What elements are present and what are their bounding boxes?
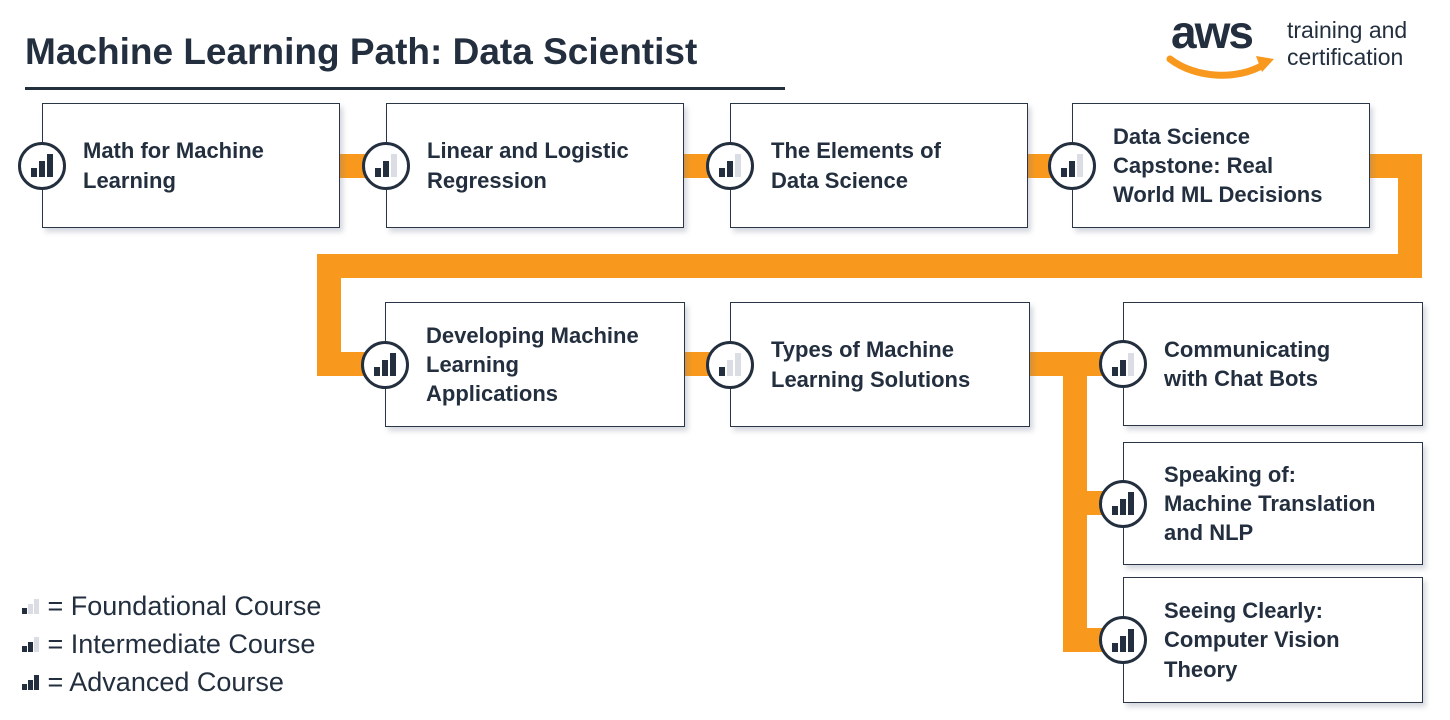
- title-underline: [25, 87, 785, 90]
- course-level-badge: [362, 141, 410, 190]
- intermediate-course-icon: [22, 636, 39, 652]
- bar-chart-icon: [719, 353, 741, 376]
- course-title: The Elements of Data Science: [771, 138, 941, 193]
- course-card-linear-and-logistic-regression[interactable]: Linear and Logistic Regression: [362, 103, 684, 228]
- bar-chart-icon: [1112, 492, 1134, 515]
- course-level-badge: [706, 141, 754, 190]
- aws-logo: aws: [1171, 6, 1254, 58]
- course-title: Data Science Capstone: Real World ML Dec…: [1113, 123, 1323, 208]
- bar-chart-icon: [374, 353, 396, 376]
- course-card-communicating-with-chat-bots[interactable]: Communicating with Chat Bots: [1099, 302, 1423, 426]
- course-title: Communicating with Chat Bots: [1164, 336, 1331, 391]
- bar-chart-icon: [1112, 628, 1134, 652]
- bar-chart-icon: [1112, 352, 1134, 376]
- course-title: Linear and Logistic Regression: [427, 138, 629, 193]
- advanced-course-icon: [22, 674, 39, 690]
- course-card-developing-ml-applications[interactable]: Developing Machine Learning Applications: [361, 302, 685, 427]
- course-card-computer-vision-theory[interactable]: Seeing Clearly: Computer Vision Theory: [1099, 577, 1423, 703]
- course-card-types-of-ml-solutions[interactable]: Types of Machine Learning Solutions: [706, 302, 1030, 427]
- bar-chart-icon: [1061, 154, 1083, 177]
- course-level-badge: [1048, 141, 1096, 190]
- course-level-badge: [1099, 616, 1147, 664]
- legend-label: = Intermediate Course: [47, 628, 316, 659]
- legend-item-intermediate: = Intermediate Course: [22, 629, 315, 659]
- course-card-math-for-machine-learning[interactable]: Math for Machine Learning: [18, 103, 340, 228]
- connector-return-runner: [317, 254, 1422, 278]
- course-card-data-science-capstone[interactable]: Data Science Capstone: Real World ML Dec…: [1048, 103, 1370, 228]
- foundational-course-icon: [22, 598, 39, 614]
- legend-item-foundational: = Foundational Course: [22, 591, 321, 621]
- legend-label: = Foundational Course: [47, 590, 322, 621]
- course-level-badge: [1099, 340, 1147, 388]
- course-title: Types of Machine Learning Solutions: [771, 337, 971, 392]
- course-title: Developing Machine Learning Applications: [426, 322, 639, 407]
- bar-chart-icon: [375, 154, 397, 177]
- course-level-badge: [706, 340, 754, 389]
- course-level-badge: [361, 340, 409, 389]
- course-title: Seeing Clearly: Computer Vision Theory: [1164, 598, 1340, 682]
- page-title: Machine Learning Path: Data Scientist: [25, 31, 698, 72]
- course-level-badge: [1099, 479, 1147, 528]
- bar-chart-icon: [31, 154, 53, 177]
- course-title: Speaking of: Machine Translation and NLP: [1164, 461, 1376, 546]
- aws-smile-icon: [1166, 55, 1274, 79]
- legend-item-advanced: = Advanced Course: [22, 667, 284, 697]
- legend-label: = Advanced Course: [47, 666, 284, 697]
- course-card-machine-translation-and-nlp[interactable]: Speaking of: Machine Translation and NLP: [1099, 442, 1423, 565]
- bar-chart-icon: [719, 154, 741, 177]
- course-title: Math for Machine Learning: [83, 138, 264, 193]
- course-level-badge: [18, 141, 66, 190]
- aws-tagline: training and certification: [1287, 17, 1408, 70]
- course-card-elements-of-data-science[interactable]: The Elements of Data Science: [706, 103, 1028, 228]
